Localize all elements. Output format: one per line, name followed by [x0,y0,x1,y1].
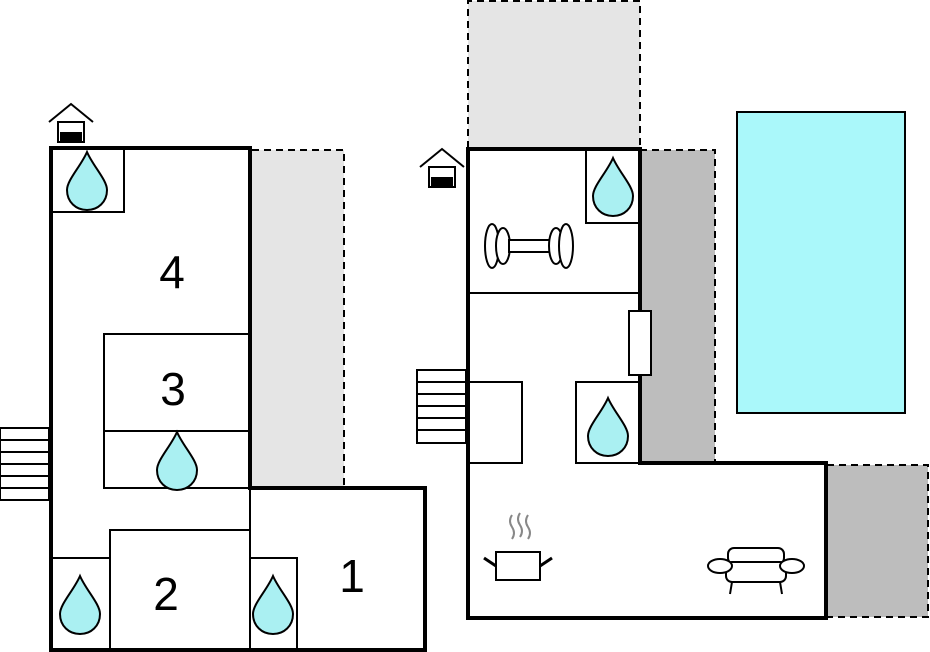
left-plan: 4 3 2 1 [0,103,427,652]
water-drop-icon [66,151,108,211]
pool [736,111,906,414]
sofa-icon [707,547,805,595]
right-room-small [467,381,523,464]
water-drop-icon [587,397,629,457]
water-drop-icon [59,575,101,635]
left-bath-top [50,147,125,213]
left-terrace [252,150,344,486]
dumbbell-icon [484,223,574,269]
water-drop-icon [252,575,294,635]
room-2-box [109,529,251,651]
right-lower-terrace [827,465,928,617]
stairs-icon [416,369,467,444]
room-1-label: 1 [339,550,365,602]
right-side-terrace [640,150,715,463]
right-lower-terrace-outline [827,464,929,618]
right-top-terrace-outline [467,0,641,148]
right-bath-top [585,148,641,224]
entrance-icon [48,103,94,143]
water-drop-icon [156,431,198,491]
room-4-label: 4 [159,246,185,298]
stairs-icon [0,427,50,501]
left-outer-wall [49,146,427,652]
right-side-terrace-outline [640,149,716,463]
room-2-label: 2 [153,568,179,620]
entrance-icon [419,148,465,188]
left-terrace-outline [252,149,345,486]
water-drop-icon [592,157,634,217]
right-plan [416,0,929,620]
right-bath-bottom [575,381,641,464]
room-3-label: 3 [160,363,186,415]
right-top-terrace [468,1,640,148]
fireplace [628,310,652,376]
cooking-pot-icon [483,512,553,581]
